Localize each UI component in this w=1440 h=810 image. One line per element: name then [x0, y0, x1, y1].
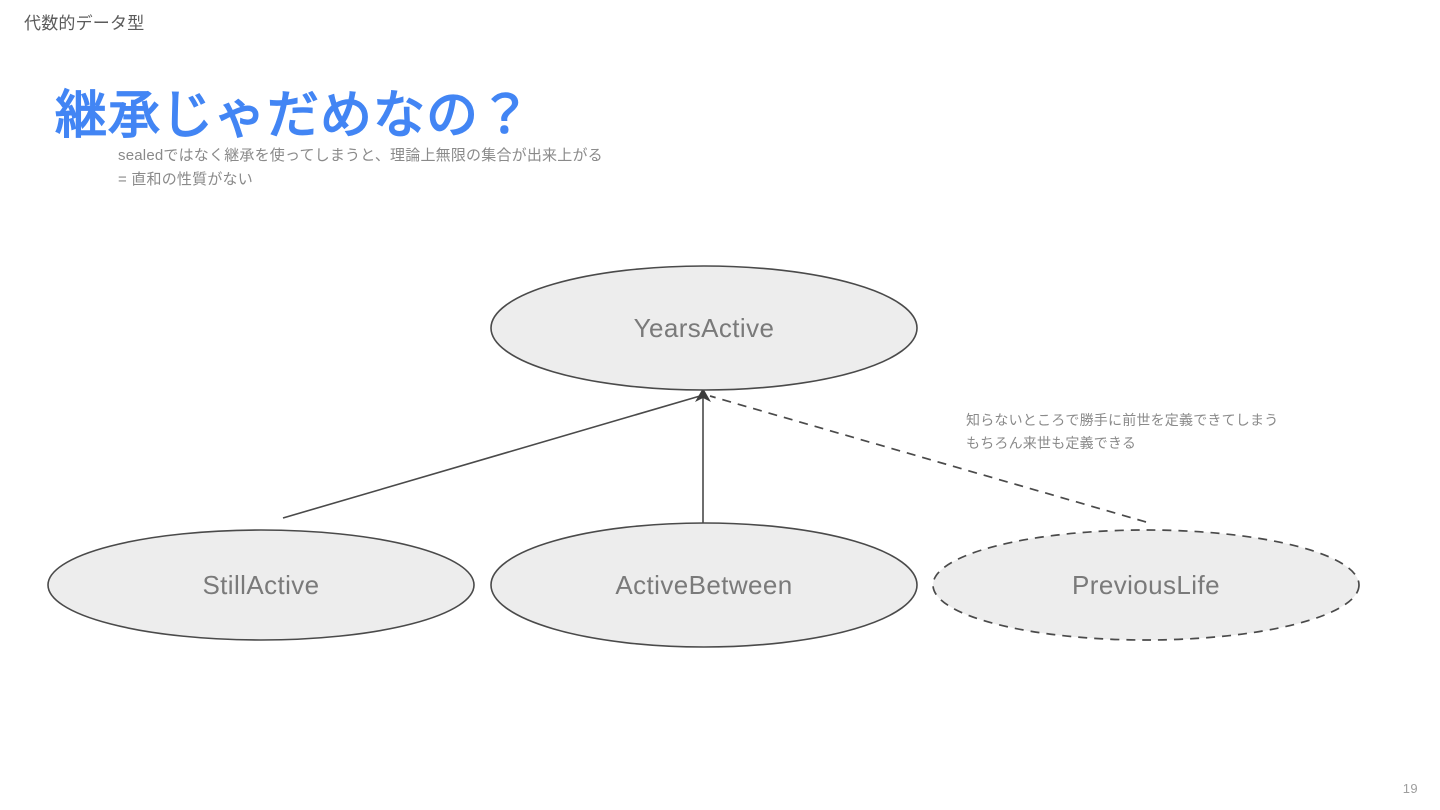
page-title: 継承じゃだめなの？: [55, 86, 533, 145]
node-label-active-between: ActiveBetween: [615, 570, 792, 600]
diagram-edges: [282, 388, 1147, 523]
slide-eyebrow: 代数的データ型: [24, 14, 145, 33]
side-note-line-2: もちろん来世も定義できる: [966, 435, 1137, 452]
node-active-between[interactable]: ActiveBetween: [490, 522, 918, 648]
side-note-line-1: 知らないところで勝手に前世を定義できてしまう: [966, 412, 1279, 428]
main-note-line-2: = 直和の性質がない: [118, 171, 253, 189]
node-still-active[interactable]: StillActive: [47, 529, 475, 641]
node-shape-still-active[interactable]: [47, 529, 475, 641]
node-label-previous-life: PreviousLife: [1072, 570, 1220, 600]
node-shape-previous-life[interactable]: [932, 529, 1360, 641]
arrowhead-icon: [695, 388, 711, 402]
node-label-years-active: YearsActive: [634, 313, 775, 343]
node-years-active[interactable]: YearsActive: [490, 265, 918, 391]
edge-still-active-to-years-active: [282, 395, 701, 519]
node-previous-life[interactable]: PreviousLife: [932, 529, 1360, 641]
edge-previous-life-to-years-active: [709, 395, 1147, 523]
node-label-still-active: StillActive: [202, 570, 319, 600]
node-shape-active-between[interactable]: [490, 522, 918, 648]
main-note: sealedではなく継承を使ってしまうと、理論上無限の集合が出来上がる = 直和…: [118, 144, 603, 193]
side-note: 知らないところで勝手に前世を定義できてしまう もちろん来世も定義できる: [966, 409, 1278, 455]
node-shape-years-active[interactable]: [490, 265, 918, 391]
main-note-line-1: sealedではなく継承を使ってしまうと、理論上無限の集合が出来上がる: [118, 147, 603, 164]
page-number: 19: [1402, 781, 1418, 796]
